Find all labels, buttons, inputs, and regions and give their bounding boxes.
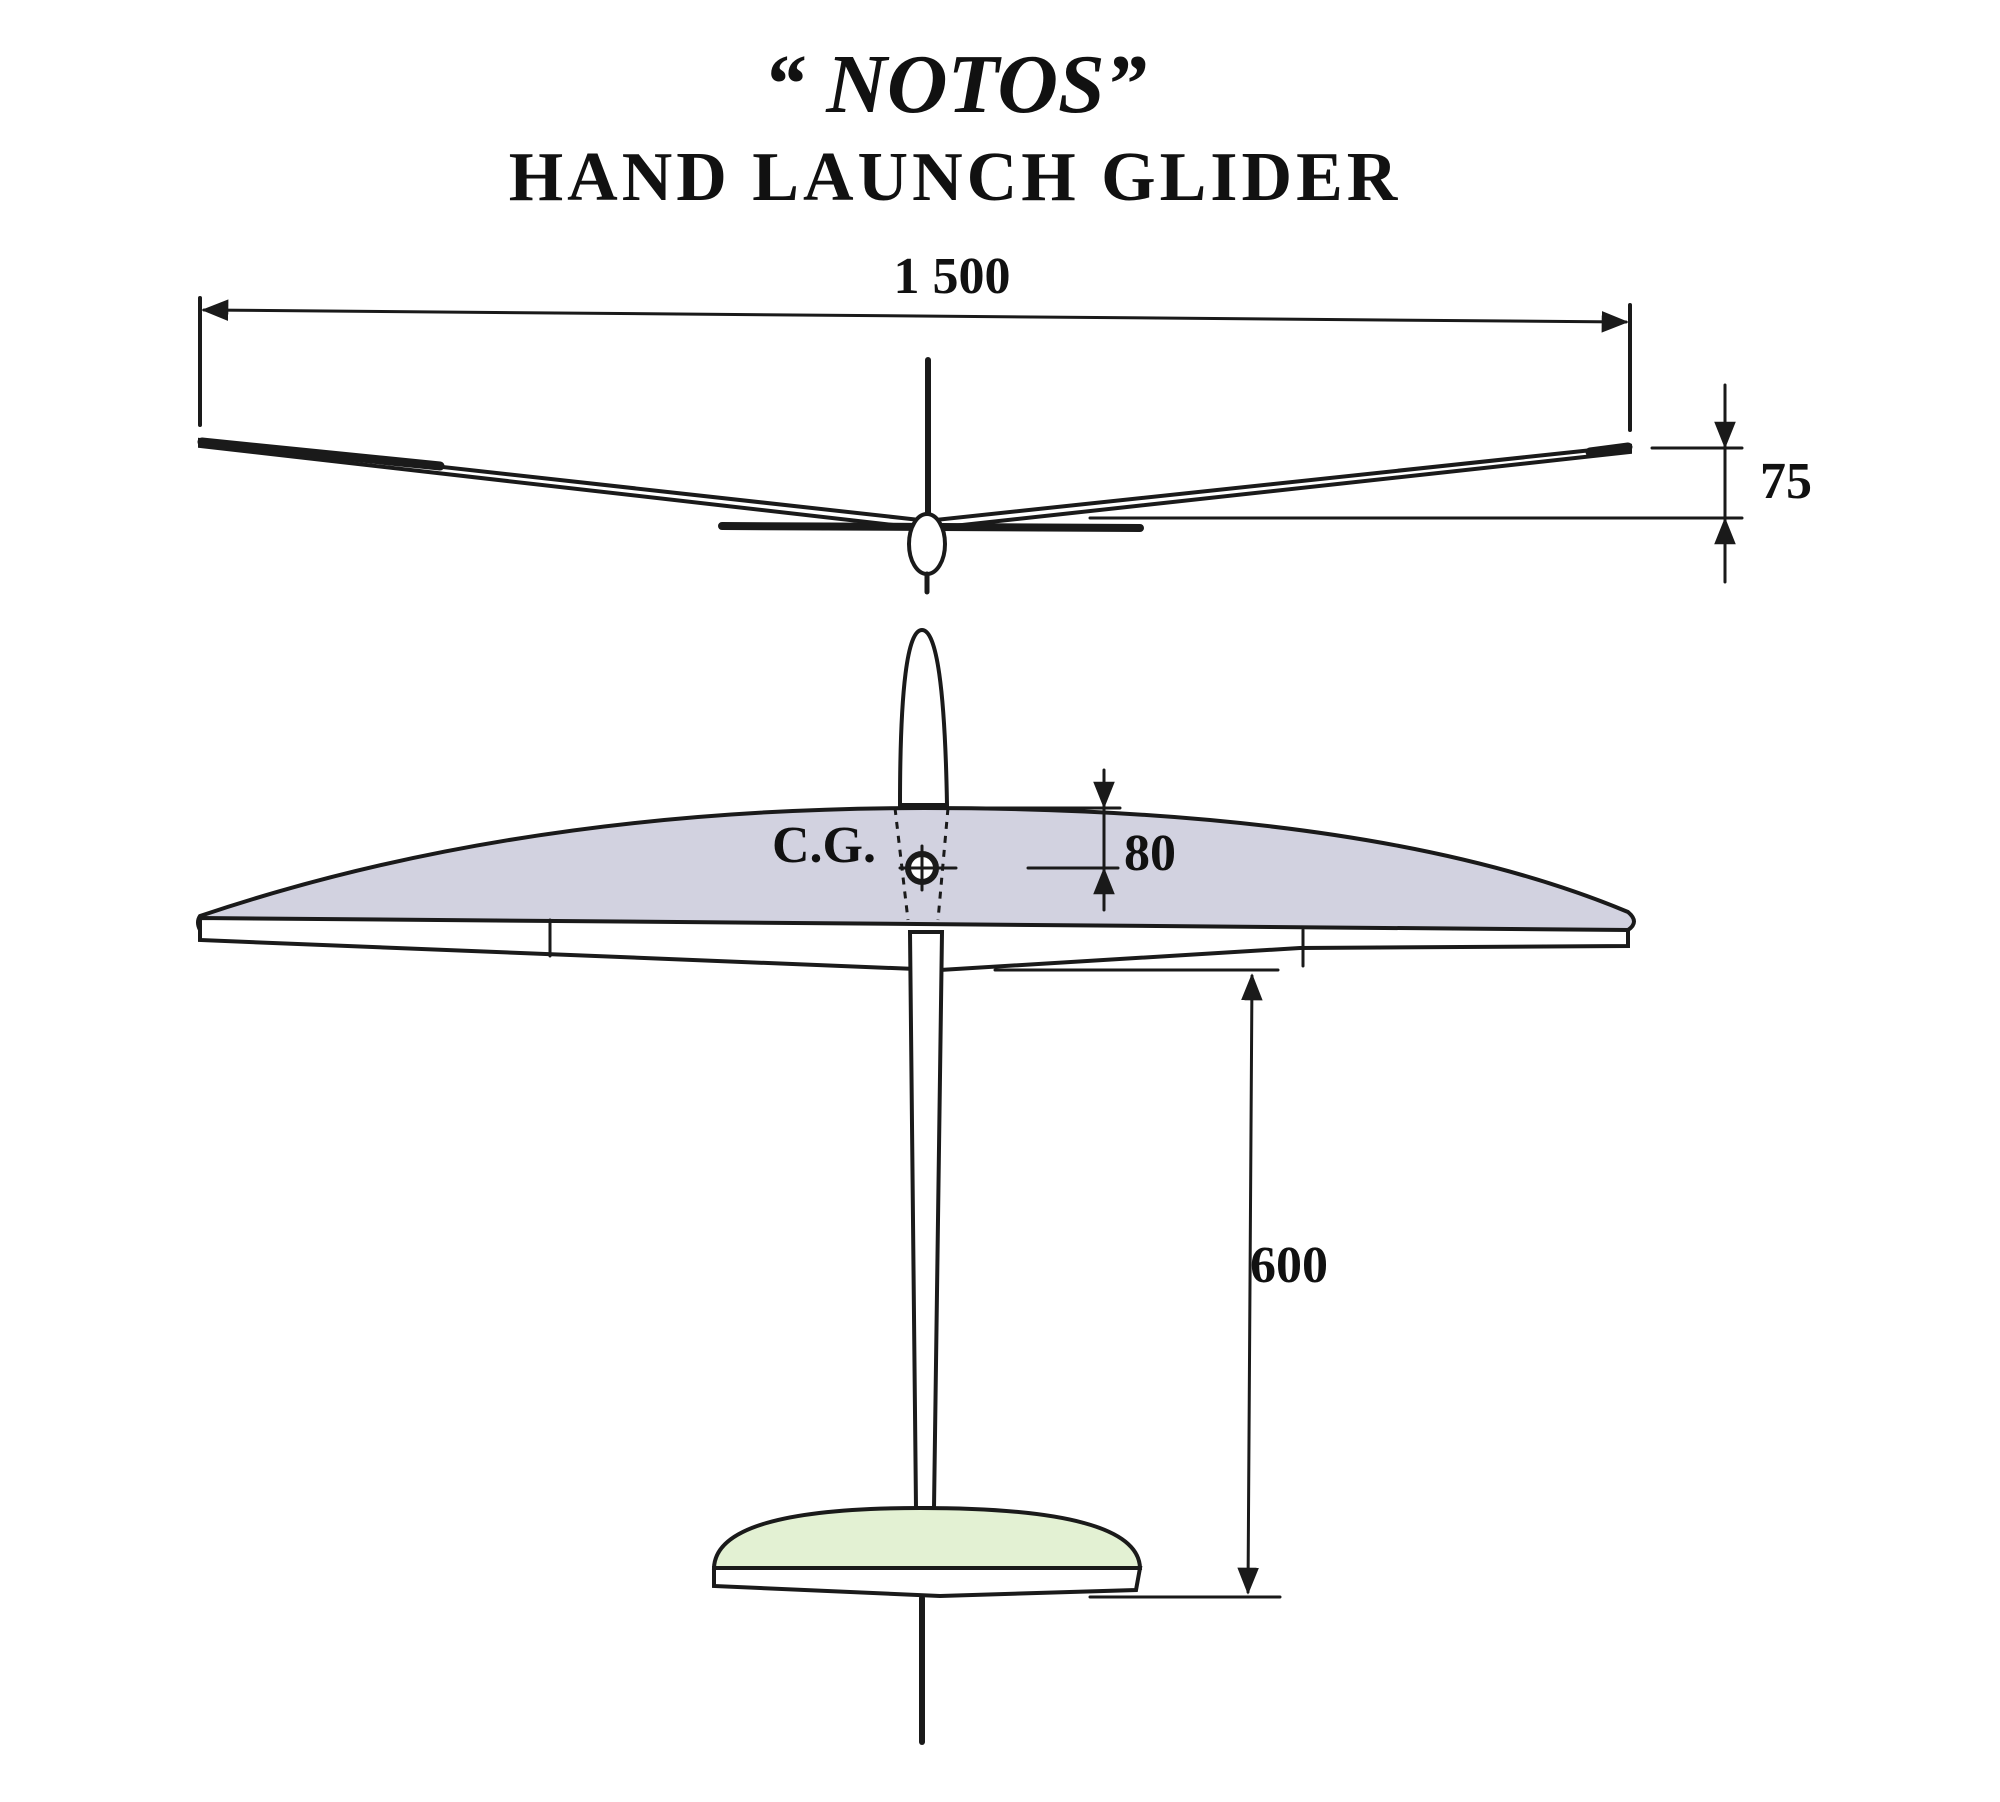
wingspan-dimension-line: [201, 299, 1629, 333]
wing-saddle-outline: [893, 807, 950, 921]
drawing-title: “ NOTOS”: [763, 38, 1147, 131]
front-right-wingtip: [1585, 442, 1633, 457]
tail-moment-dimension-line: [1237, 973, 1263, 1595]
stabilizer-trailing-edge: [712, 1566, 1143, 1599]
front-fuselage-section: [907, 512, 947, 576]
stabilizer: [711, 1505, 1143, 1570]
dihedral-label: 75: [1760, 453, 1812, 510]
top-fuselage-nose: [897, 627, 950, 807]
tail-boom: [907, 930, 945, 1510]
top-view: C.G. 80 600: [196, 627, 1636, 1745]
drawing-subtitle: HAND LAUNCH GLIDER: [509, 139, 1402, 216]
cg-offset-label: 80: [1124, 825, 1176, 882]
wingspan-label: 1 500: [894, 248, 1011, 305]
front-view: 1 500 75: [197, 248, 1812, 595]
cg-label: C.G.: [772, 817, 876, 874]
front-left-wingtip: [197, 437, 445, 471]
tail-moment-label: 600: [1250, 1237, 1328, 1294]
front-right-wing: [933, 443, 1632, 531]
